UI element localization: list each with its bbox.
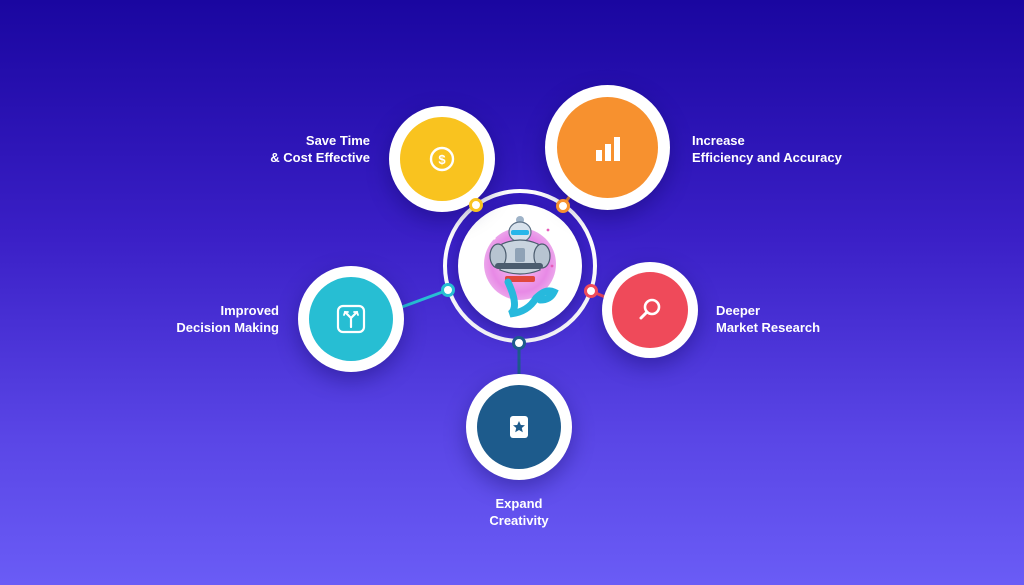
efficiency-circle [557,97,658,198]
label-save-time: Save Time & Cost Effective [270,133,370,165]
research-node [602,262,698,358]
connector-dot-save-time [469,198,483,212]
label-efficiency: Increase Efficiency and Accuracy [692,133,842,165]
decision-node [298,266,404,372]
dollar-coin-icon: $ [429,146,455,172]
split-arrows-icon [336,304,366,334]
label-research: Deeper Market Research [716,303,821,335]
connector-dot-research [584,284,598,298]
star-badge-icon [510,416,528,438]
connector-dot-decision [441,283,455,297]
svg-text:$: $ [438,152,446,167]
creativity-node [466,374,572,480]
save-time-node: $ [389,106,495,212]
search-icon [639,298,661,320]
connector-dot-efficiency [556,199,570,213]
connector-dot-creativity [512,336,526,350]
bar-chart-icon [595,136,620,161]
label-decision: Improved Decision Making [176,303,279,335]
ai-robot-genie-icon [489,216,559,318]
label-creativity: Expand Creativity [489,496,549,528]
save-time-circle: $ [400,117,484,201]
decision-circle [309,277,393,361]
research-circle [612,272,688,348]
efficiency-node [545,85,670,210]
creativity-circle [477,385,561,469]
